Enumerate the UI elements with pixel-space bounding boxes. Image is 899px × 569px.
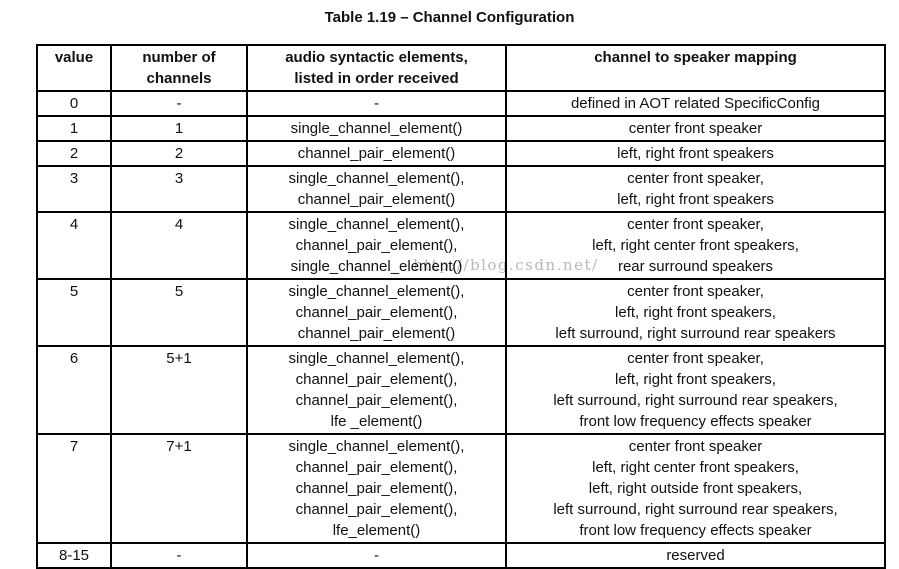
cell-channels: 2: [110, 140, 248, 167]
cell-channels: -: [110, 542, 248, 569]
column-header-value: value: [36, 44, 112, 92]
cell-elements: -: [246, 90, 507, 117]
cell-channels: 1: [110, 115, 248, 142]
cell-elements: single_channel_element(): [246, 115, 507, 142]
cell-mapping: center front speaker,left, right front s…: [505, 278, 886, 347]
table-body: 0--defined in AOT related SpecificConfig…: [36, 90, 886, 569]
column-header-elements: audio syntactic elements,listed in order…: [246, 44, 507, 92]
cell-value: 2: [36, 140, 112, 167]
cell-value: 1: [36, 115, 112, 142]
table-row: 8-15--reserved: [36, 542, 886, 569]
cell-channels: 4: [110, 211, 248, 280]
cell-channels: 5: [110, 278, 248, 347]
cell-mapping: reserved: [505, 542, 886, 569]
cell-mapping: left, right front speakers: [505, 140, 886, 167]
cell-value: 6: [36, 345, 112, 435]
cell-channels: 5+1: [110, 345, 248, 435]
cell-elements: -: [246, 542, 507, 569]
table-title: Table 1.19 – Channel Configuration: [324, 9, 575, 26]
cell-value: 5: [36, 278, 112, 347]
cell-mapping: center front speaker,left, right center …: [505, 211, 886, 280]
cell-mapping: center front speaker,left, right front s…: [505, 165, 886, 213]
cell-mapping: center front speaker,left, right front s…: [505, 345, 886, 435]
cell-elements: channel_pair_element(): [246, 140, 507, 167]
cell-value: 3: [36, 165, 112, 213]
cell-elements: single_channel_element(),channel_pair_el…: [246, 165, 507, 213]
cell-elements: single_channel_element(),channel_pair_el…: [246, 345, 507, 435]
cell-value: 0: [36, 90, 112, 117]
cell-value: 8-15: [36, 542, 112, 569]
cell-mapping: center front speaker: [505, 115, 886, 142]
cell-value: 7: [36, 433, 112, 544]
cell-value: 4: [36, 211, 112, 280]
cell-mapping: defined in AOT related SpecificConfig: [505, 90, 886, 117]
cell-channels: 3: [110, 165, 248, 213]
column-header-mapping: channel to speaker mapping: [505, 44, 886, 92]
cell-channels: -: [110, 90, 248, 117]
table-row: 0--defined in AOT related SpecificConfig: [36, 90, 886, 117]
cell-elements: single_channel_element(),channel_pair_el…: [246, 278, 507, 347]
cell-channels: 7+1: [110, 433, 248, 544]
cell-elements: single_channel_element(),channel_pair_el…: [246, 211, 507, 280]
cell-elements: single_channel_element(),channel_pair_el…: [246, 433, 507, 544]
